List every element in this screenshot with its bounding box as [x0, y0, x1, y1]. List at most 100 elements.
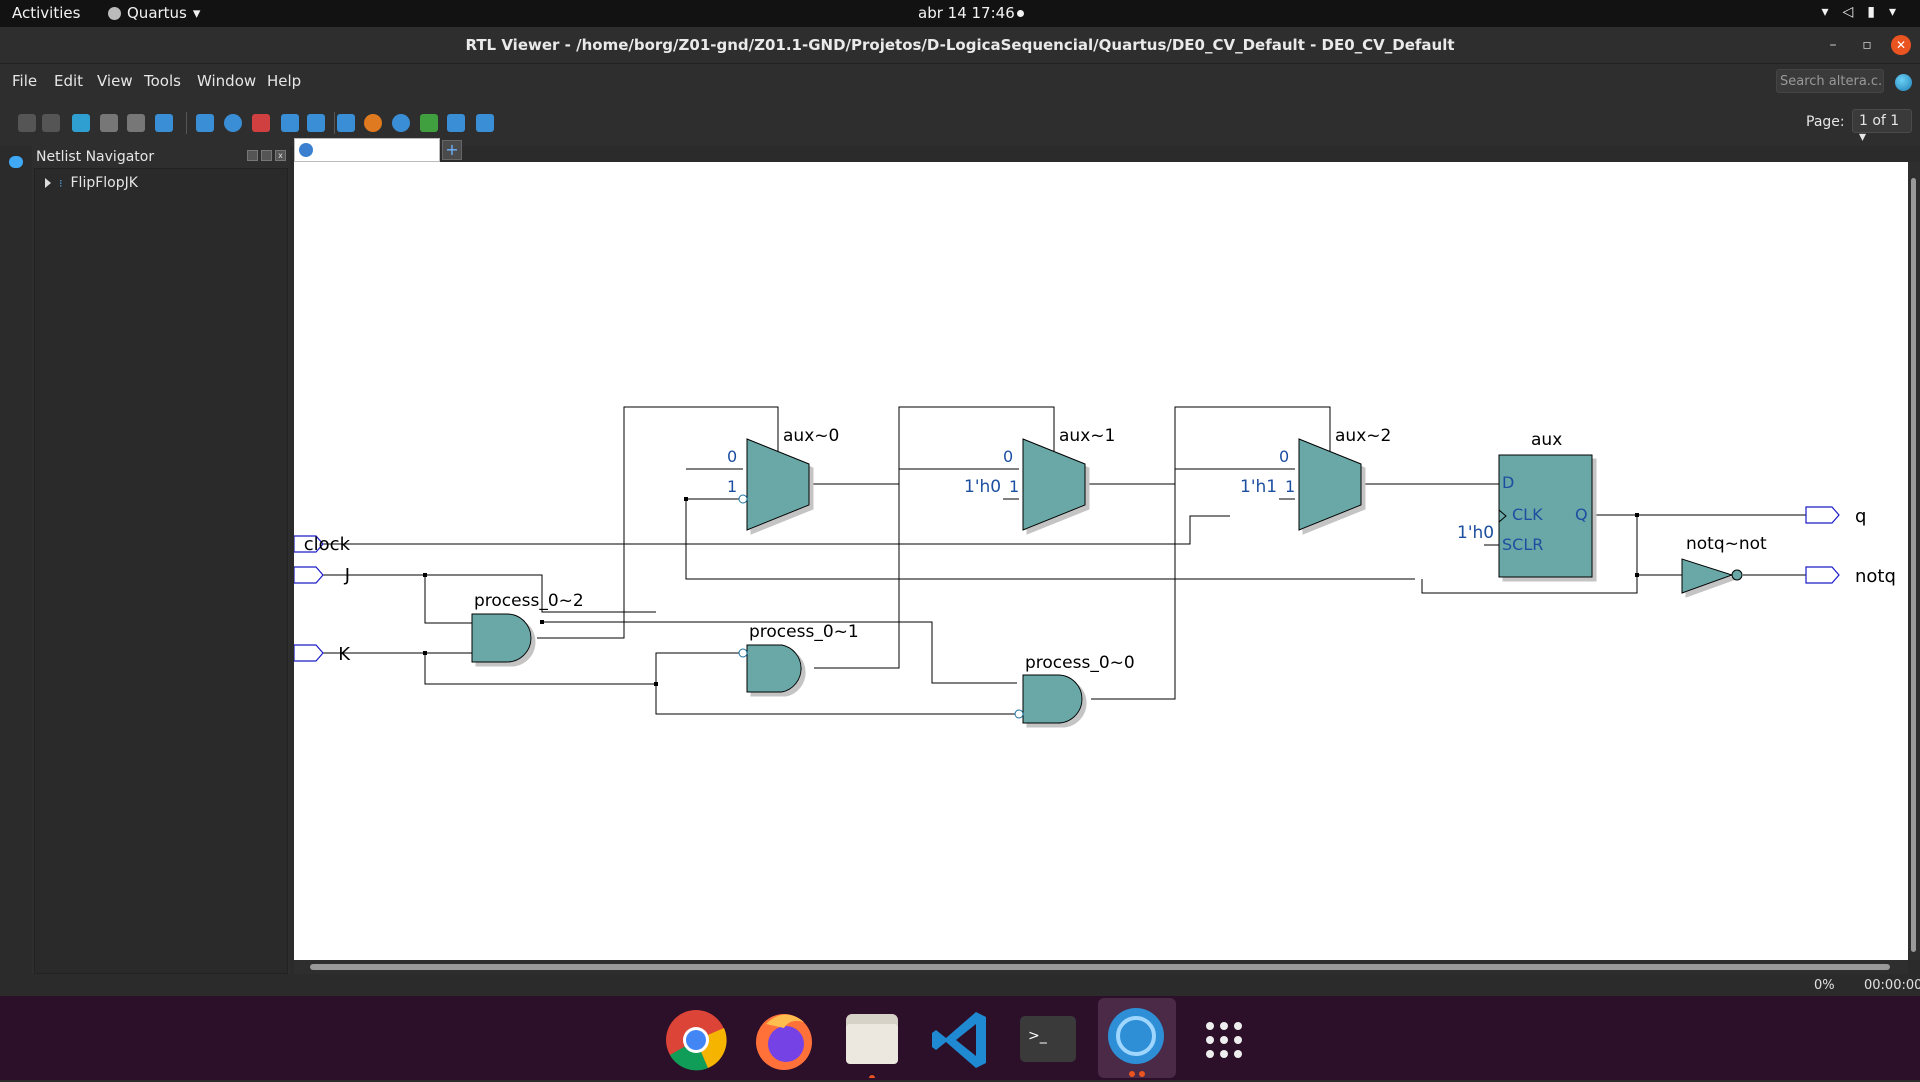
minimize-button[interactable]: –: [1829, 37, 1837, 53]
hierarchy-down-icon[interactable]: [127, 114, 145, 132]
chrome-icon[interactable]: [658, 1002, 734, 1078]
hierarchy-icon: ⁝: [59, 176, 63, 190]
chart-icon[interactable]: [420, 114, 438, 132]
mux-label: aux~0: [783, 426, 839, 446]
inverter-notq-not[interactable]: notq~not: [1681, 534, 1767, 594]
horizontal-scrollbar[interactable]: [294, 960, 1908, 974]
find-icon[interactable]: [155, 114, 173, 132]
scrollbar-thumb[interactable]: [1911, 178, 1916, 952]
float-icon[interactable]: [261, 150, 272, 161]
settings-icon[interactable]: [392, 114, 410, 132]
viewer-tab-row: +: [294, 138, 1910, 162]
table-icon[interactable]: [337, 114, 355, 132]
schematic-canvas[interactable]: clock J K process_0~2 process_0~1 proces…: [293, 162, 1908, 960]
close-icon[interactable]: x: [275, 150, 286, 161]
mux-in0-label: 0: [1279, 447, 1289, 466]
gate-label: process_0~2: [474, 591, 584, 611]
search-input[interactable]: Search altera.c...: [1776, 69, 1884, 93]
menu-edit[interactable]: Edit: [54, 72, 84, 90]
expand-arrow-icon[interactable]: [45, 178, 51, 188]
pointer-icon[interactable]: [307, 114, 325, 132]
tree-item-flipflopjk[interactable]: ⁝ FlipFlopJK: [45, 175, 138, 191]
menu-bar: File Edit View Tools Window Help Search …: [0, 64, 1920, 98]
forward-icon[interactable]: [42, 114, 60, 132]
mux-aux-2[interactable]: 0 1 1'h1 aux~2: [1240, 426, 1391, 531]
menu-tools[interactable]: Tools: [144, 72, 181, 90]
tree-item-label: FlipFlopJK: [70, 175, 138, 191]
and-gate-process-0-0[interactable]: process_0~0: [1014, 653, 1135, 724]
back-icon[interactable]: [18, 114, 36, 132]
input-port-clock[interactable]: clock: [293, 534, 351, 555]
mux-aux-0[interactable]: 0 1 aux~0: [727, 426, 839, 531]
app-menu-label: Quartus: [127, 4, 187, 22]
app-menu-button[interactable]: Quartus ▾: [108, 4, 200, 22]
globe-icon[interactable]: [1895, 74, 1912, 91]
chevron-down-icon: ▾: [1888, 4, 1896, 20]
chevron-down-icon: ▾: [192, 4, 201, 22]
notification-dot-icon: [1017, 10, 1024, 17]
scrollbar-thumb[interactable]: [310, 964, 1890, 970]
export-icon[interactable]: [447, 114, 465, 132]
left-strip: [0, 146, 32, 996]
output-port-notq[interactable]: notq: [1805, 566, 1896, 587]
activities-button[interactable]: Activities: [12, 4, 81, 22]
input-label-k: K: [338, 644, 351, 665]
page-select-value: 1 of 1: [1859, 113, 1900, 129]
hierarchy-up-icon[interactable]: [100, 114, 118, 132]
input-label-clock: clock: [304, 534, 351, 555]
register-label: aux: [1531, 430, 1562, 450]
pin-icon[interactable]: [247, 150, 258, 161]
output-label-notq: notq: [1855, 566, 1896, 587]
progress-percent: 0%: [1814, 978, 1835, 993]
vertical-scrollbar[interactable]: [1908, 162, 1920, 960]
mux-label: aux~1: [1059, 426, 1115, 446]
mux-in0-label: 0: [727, 447, 737, 466]
tab-rtl-viewer[interactable]: [294, 138, 440, 162]
color-icon[interactable]: [364, 114, 382, 132]
close-button[interactable]: ✕: [1891, 35, 1911, 55]
panel-header: Netlist Navigator x: [34, 146, 290, 168]
page-select[interactable]: 1 of 1 ▾: [1852, 109, 1912, 145]
schematic-svg: clock J K process_0~2 process_0~1 proces…: [293, 406, 1896, 724]
print-icon[interactable]: [476, 114, 494, 132]
status-bar: 0% 00:00:00: [0, 974, 1920, 996]
firefox-icon[interactable]: [746, 1002, 822, 1078]
vscode-icon[interactable]: [922, 1002, 998, 1078]
clock[interactable]: abr 14 17:46: [918, 4, 1015, 22]
mux-in1-label: 1: [727, 477, 737, 496]
system-tray[interactable]: ▾ ◁ ▮ ▾: [1821, 4, 1896, 20]
register-aux[interactable]: aux D CLK SCLR Q 1'h0: [1457, 430, 1593, 578]
quartus-icon[interactable]: [1098, 998, 1176, 1078]
page-label: Page:: [1806, 114, 1845, 130]
menu-window[interactable]: Window: [197, 72, 257, 90]
output-label-q: q: [1855, 506, 1866, 527]
messages-icon[interactable]: [9, 156, 23, 168]
output-port-q[interactable]: q: [1805, 506, 1866, 527]
add-tab-button[interactable]: +: [442, 140, 462, 160]
menu-help[interactable]: Help: [267, 72, 302, 90]
mux-aux-1[interactable]: 0 1 1'h0 aux~1: [964, 426, 1115, 531]
pin-q-label: Q: [1575, 505, 1588, 524]
app-grid-icon[interactable]: [1186, 1002, 1262, 1078]
menu-view[interactable]: View: [97, 72, 133, 90]
hand-tool-icon[interactable]: [281, 114, 299, 132]
fit-window-icon[interactable]: [252, 114, 270, 132]
input-port-j[interactable]: J: [293, 565, 350, 586]
and-gate-process-0-2[interactable]: process_0~2: [471, 591, 584, 663]
files-icon[interactable]: [834, 1002, 910, 1081]
zoom-icon[interactable]: [224, 114, 242, 132]
and-gate-process-0-1[interactable]: process_0~1: [738, 622, 859, 693]
mux-label: aux~2: [1335, 426, 1391, 446]
system-top-bar: Activities Quartus ▾ abr 14 17:46 ▾ ◁ ▮ …: [0, 0, 1920, 27]
menu-file[interactable]: File: [12, 72, 38, 90]
mux-in1-label: 1: [1285, 477, 1295, 496]
window-title: RTL Viewer - /home/borg/Z01-gnd/Z01.1-GN…: [465, 36, 1455, 54]
refresh-icon[interactable]: [72, 114, 90, 132]
gate-label: process_0~1: [749, 622, 859, 642]
terminal-icon[interactable]: >_: [1010, 1002, 1086, 1078]
mux-const-label: 1'h0: [964, 477, 1001, 497]
input-port-k[interactable]: K: [293, 644, 351, 665]
input-label-j: J: [344, 565, 350, 586]
select-icon[interactable]: [196, 114, 214, 132]
maximize-button[interactable]: ▫: [1862, 37, 1872, 53]
